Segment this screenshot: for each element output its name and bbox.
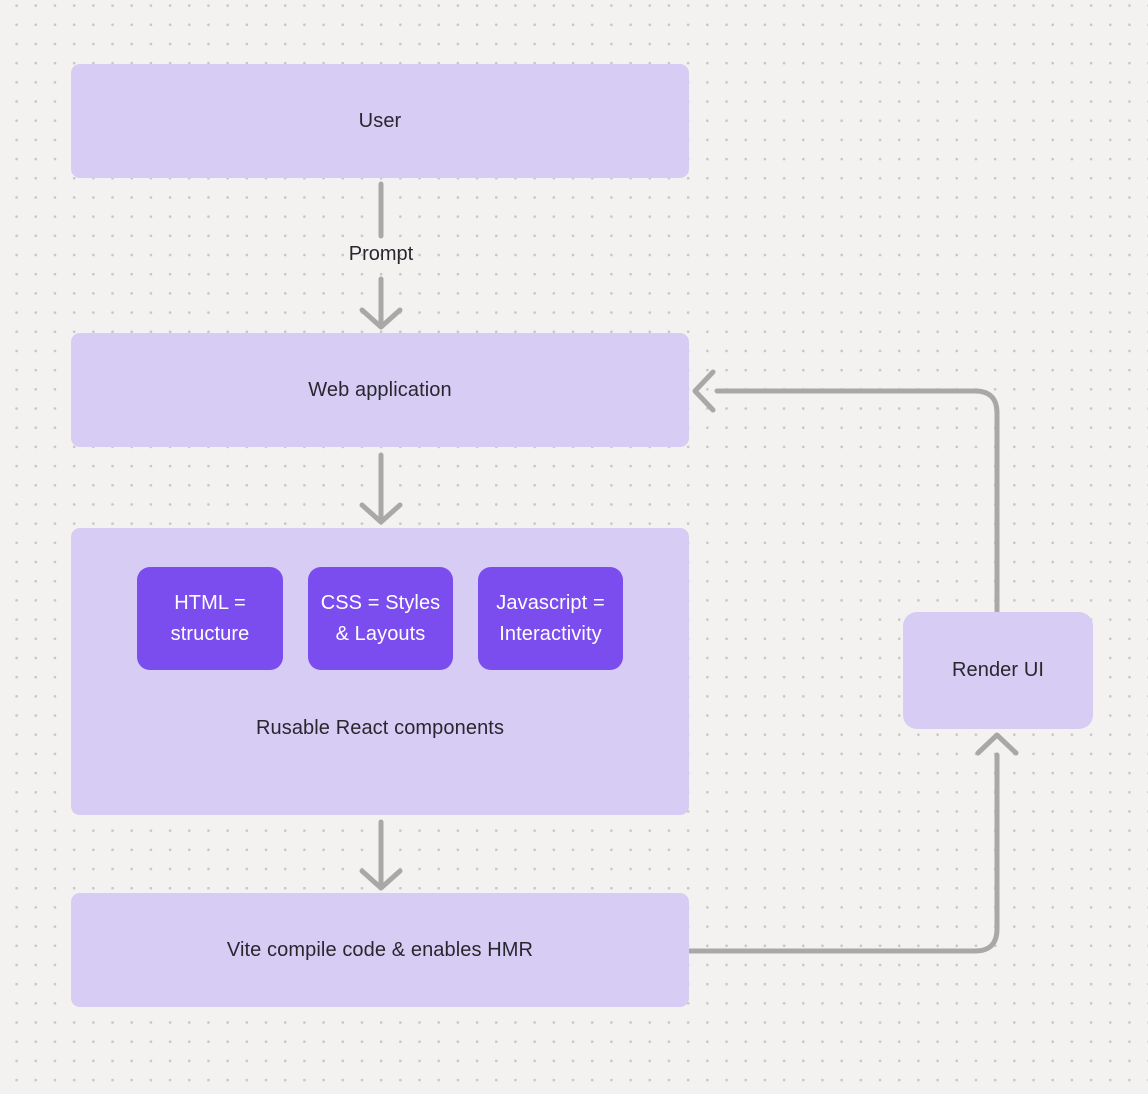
chip-html[interactable]: HTML = structure	[137, 567, 283, 670]
node-render-ui-label: Render UI	[951, 659, 1045, 681]
node-vite[interactable]: Vite compile code & enables HMR	[71, 893, 689, 1007]
node-vite-label: Vite compile code & enables HMR	[226, 938, 534, 961]
node-components-group[interactable]: HTML = structure CSS = Styles & Layouts …	[71, 528, 689, 815]
chip-javascript-line-2: Interactivity	[499, 622, 602, 645]
edge-label-prompt: Prompt	[348, 243, 414, 265]
node-web-application-label: Web application	[308, 378, 452, 401]
edge-web-application-to-components	[359, 452, 403, 525]
arrowhead-up-icon	[975, 732, 1019, 756]
arrowhead-left-icon	[692, 369, 716, 413]
chip-html-line-2: structure	[170, 622, 250, 645]
chip-css-line-1: CSS = Styles	[320, 591, 441, 614]
edge-vite-to-render-ui	[687, 732, 1019, 954]
edge-render-ui-to-web-application	[692, 369, 1000, 614]
chip-javascript[interactable]: Javascript = Interactivity	[478, 567, 623, 670]
arrowhead-down-icon	[359, 868, 403, 891]
components-group-caption: Rusable React components	[255, 717, 505, 739]
node-web-application[interactable]: Web application	[71, 333, 689, 447]
edge-line	[714, 388, 1000, 614]
node-user-label: User	[358, 109, 402, 132]
chip-css-line-2: & Layouts	[335, 622, 426, 645]
node-user[interactable]: User	[71, 64, 689, 178]
arrowhead-down-icon	[359, 502, 403, 525]
chip-javascript-line-1: Javascript =	[496, 591, 605, 614]
chip-css[interactable]: CSS = Styles & Layouts	[308, 567, 453, 670]
edge-components-to-vite	[359, 819, 403, 891]
arrowhead-down-icon	[359, 307, 403, 330]
chip-html-line-1: HTML =	[174, 591, 246, 614]
node-render-ui[interactable]: Render UI	[903, 612, 1093, 729]
edge-line	[687, 752, 1000, 954]
